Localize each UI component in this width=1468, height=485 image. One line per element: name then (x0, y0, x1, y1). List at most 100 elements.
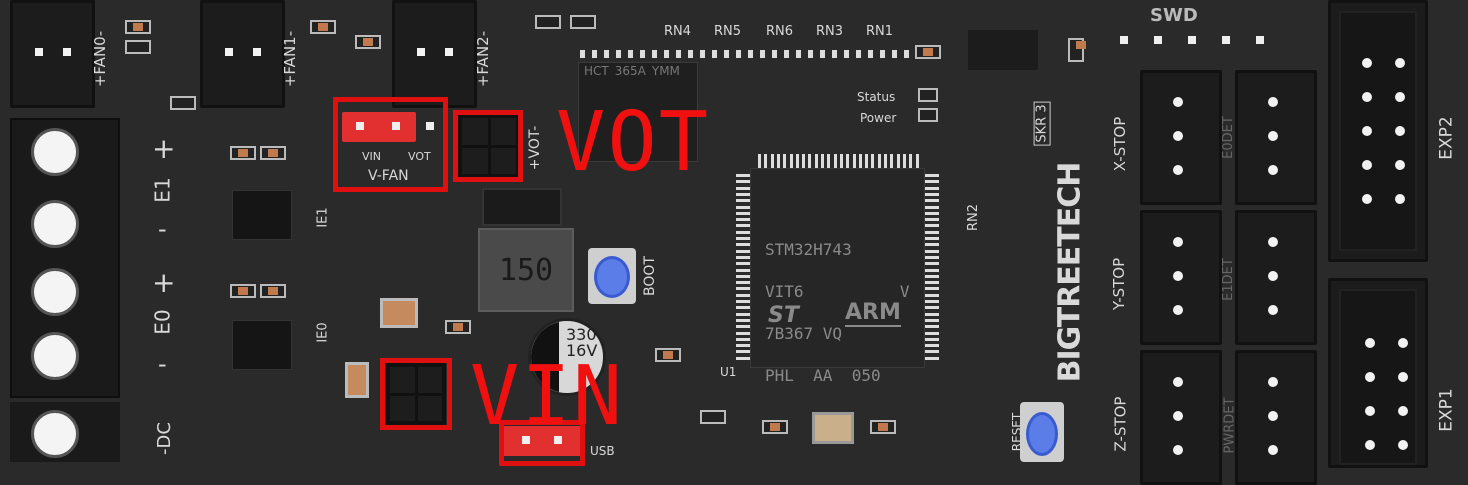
vin-annotation: VIN (470, 349, 625, 444)
vfan-highlight (333, 97, 448, 192)
endstop-connector (1235, 70, 1317, 205)
vfan-vin-label: VIN (362, 150, 381, 163)
capacitor-voltage: 16V (566, 341, 598, 360)
power-led (918, 108, 938, 122)
mcu-pin (814, 154, 818, 168)
smd-capacitor (915, 45, 941, 59)
inductor-label: 150 (498, 252, 554, 288)
connector-pin (1268, 411, 1278, 421)
mcu-pin (925, 356, 939, 360)
mcu-pin (736, 300, 750, 303)
terminal-screw[interactable] (31, 268, 79, 316)
rn4-label: RN4 (664, 24, 692, 39)
connector-pin (1173, 165, 1183, 175)
logic-ic-text: YMM (651, 64, 680, 78)
e1-plus-label: + (152, 132, 176, 165)
mcu-pin (925, 281, 939, 285)
exp1-connector (1328, 278, 1428, 468)
connector-pin (1173, 97, 1183, 107)
mcu-pin (925, 199, 939, 203)
mcu-pin (925, 192, 939, 196)
pwrdet-label: PWRDET (1222, 397, 1238, 454)
mcu-pin (925, 224, 939, 228)
connector-pin (1268, 97, 1278, 107)
mcu-pin (736, 237, 750, 240)
smd-capacitor (230, 146, 256, 160)
mcu-pin (925, 230, 939, 234)
mcu-pin (925, 186, 939, 190)
ie1-label: IE1 (315, 207, 331, 228)
vot-header-label: +VOT- (527, 125, 544, 171)
exp2-pin (1362, 58, 1372, 68)
exp2-pin (1362, 160, 1372, 170)
mcu-pin (736, 230, 750, 234)
terminal-screw[interactable] (31, 128, 79, 176)
boot-button[interactable] (594, 256, 630, 298)
mcu-pin (925, 174, 939, 177)
mcu-pin (736, 325, 750, 329)
vot-header (458, 114, 520, 178)
exp1-pin (1365, 372, 1375, 382)
mcu-pin (736, 281, 750, 285)
smd-capacitor (355, 35, 381, 49)
vfan-jumper[interactable] (342, 112, 416, 142)
rn2-label: RN2 (966, 203, 982, 232)
mcu-pin (736, 180, 750, 184)
rn1-label: RN1 (866, 24, 894, 39)
mcu-pin (925, 306, 939, 310)
rn3-label: RN3 (816, 24, 844, 39)
diode (482, 188, 562, 226)
exp1-pin (1398, 406, 1408, 416)
terminal-screw[interactable] (31, 332, 79, 380)
terminal-screw[interactable] (31, 200, 79, 248)
usb-label: USB (590, 444, 615, 458)
mcu-pin (736, 211, 750, 215)
mcu-pin (877, 154, 881, 168)
mcu-pin (736, 224, 750, 228)
vfan-vot-label: VOT (408, 150, 431, 163)
ie0-label: IE0 (315, 322, 331, 343)
mcu-pin (736, 350, 750, 354)
mcu-pin (808, 154, 812, 168)
mcu-pin (783, 154, 787, 168)
mcu-pin (736, 306, 750, 310)
smd-resistor (125, 40, 151, 54)
mcu-pin (925, 350, 939, 354)
logic-ic-text: 365A (614, 64, 646, 78)
e1det-label: E1DET (1220, 258, 1236, 301)
rn5-label: RN5 (714, 24, 742, 39)
mcu-pin (925, 325, 939, 329)
fan0-connector (10, 0, 95, 108)
connector-pin (1268, 237, 1278, 247)
exp2-pin (1395, 160, 1405, 170)
mcu-pin (736, 249, 750, 253)
vot-highlight (453, 110, 523, 182)
mcu-pin (925, 255, 939, 259)
mcu-pin (795, 154, 799, 168)
mcu-pin (839, 154, 843, 168)
mcu-pin (890, 154, 894, 168)
exp1-pin (1365, 338, 1375, 348)
mcu-pin (925, 268, 939, 272)
exp2-connector (1328, 0, 1428, 262)
mcu-pin (789, 154, 793, 168)
mcu-pin (925, 331, 939, 335)
exp2-label: EXP2 (1436, 116, 1457, 160)
mcu-pin (909, 154, 913, 168)
mcu-line: STM32H743 (765, 240, 852, 259)
smd-resistor (170, 96, 196, 110)
capacitor (345, 362, 369, 398)
mcu-pin (736, 192, 750, 196)
logic-ic-text: HCT (584, 64, 609, 78)
mcu-pin (925, 312, 939, 316)
exp1-pin (1365, 440, 1375, 450)
usb-power-jumper[interactable] (504, 426, 580, 456)
e0-label: E0 (150, 309, 175, 335)
mcu-pin (758, 154, 761, 168)
vfan-label: V-FAN (368, 168, 409, 184)
mcu-pin (802, 154, 806, 168)
smd-capacitor (655, 348, 681, 362)
terminal-screw[interactable] (31, 410, 79, 458)
connector-pin (1173, 131, 1183, 141)
reset-button[interactable] (1026, 412, 1058, 456)
